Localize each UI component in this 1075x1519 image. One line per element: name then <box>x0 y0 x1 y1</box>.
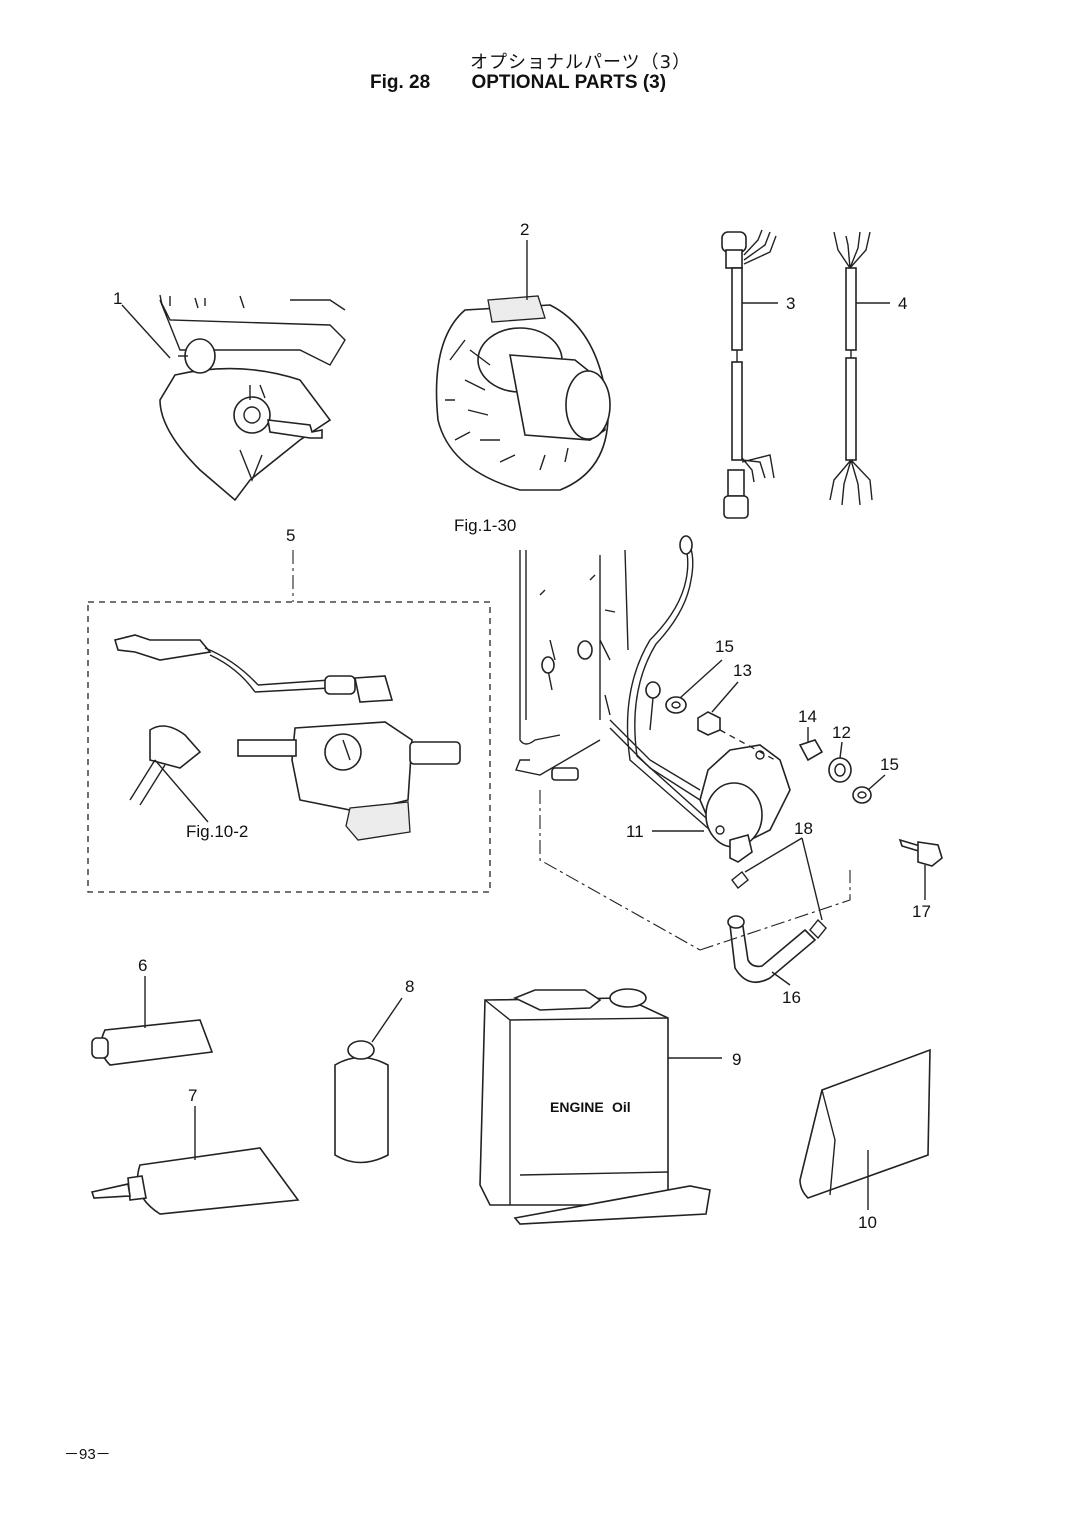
part-5-fuel-pump-assembly[interactable] <box>113 634 461 841</box>
part-14-spacer[interactable] <box>798 739 824 762</box>
part-7-sealant-tube[interactable] <box>90 1147 300 1215</box>
figure-title-text: OPTIONAL PARTS (3) <box>471 72 667 93</box>
callout-8: 8 <box>405 977 414 996</box>
part-15-washer-upper[interactable] <box>665 696 687 714</box>
leader-13 <box>711 681 739 713</box>
callout-16: 16 <box>782 988 801 1007</box>
part-9-engine-oil-container[interactable]: ENGINE Oil <box>479 988 711 1225</box>
callout-12: 12 <box>832 723 851 742</box>
leader-12 <box>839 741 843 759</box>
part-2-flywheel-cover[interactable] <box>435 295 611 491</box>
part-8-spray-can[interactable] <box>334 1040 389 1164</box>
fuel-lines <box>609 535 716 831</box>
part-15-washer-lower[interactable] <box>852 786 872 804</box>
callout-2: 2 <box>520 220 529 239</box>
page-number: －93－ <box>64 1446 111 1463</box>
engine-oil-label: ENGINE <box>550 1099 604 1115</box>
part-10-bag[interactable] <box>799 1048 931 1199</box>
callout-13: 13 <box>733 661 752 680</box>
callout-5: 5 <box>286 526 295 545</box>
callout-4: 4 <box>898 294 907 313</box>
callout-3: 3 <box>786 294 795 313</box>
leader-15a <box>679 659 723 699</box>
figure-number: Fig. 28 <box>370 72 431 93</box>
callout-9: 9 <box>732 1050 741 1069</box>
callout-15a: 15 <box>715 637 734 656</box>
part-13-grommet[interactable] <box>697 711 721 736</box>
part-4-wire-harness[interactable] <box>829 231 873 506</box>
figure-title: Fig. 28 OPTIONAL PARTS (3) <box>370 72 666 94</box>
part-12-grommet[interactable] <box>828 757 852 783</box>
part-18-clips[interactable] <box>731 871 827 940</box>
leader-8 <box>371 997 403 1043</box>
reference-bracket-fig-1-30 <box>515 549 629 781</box>
engine-oil-logo: Oil <box>612 1099 631 1115</box>
part-5-kit-box <box>87 601 491 893</box>
callout-18: 18 <box>794 819 813 838</box>
leader-fig-10-2 <box>154 759 209 823</box>
callout-15b: 15 <box>880 755 899 774</box>
leader-1 <box>121 304 171 359</box>
callout-17: 17 <box>912 902 931 921</box>
part-6-grease-tube[interactable] <box>91 1019 214 1066</box>
callout-10: 10 <box>858 1213 877 1232</box>
leader-16 <box>771 971 791 986</box>
part-3-wire-harness[interactable] <box>721 229 777 519</box>
title-japanese: オプショナルパーツ（3） <box>470 52 692 73</box>
callout-14: 14 <box>798 707 817 726</box>
part-16-fuel-hose[interactable] <box>727 915 817 984</box>
part-17-bolt[interactable] <box>898 838 943 867</box>
part-11-fuel-pump[interactable] <box>699 744 791 863</box>
ref-fig-1-30: Fig.1-30 <box>454 516 516 535</box>
guide-assembly <box>539 790 851 951</box>
leader-15b <box>867 774 886 791</box>
ref-fig-10-2: Fig.10-2 <box>186 822 248 841</box>
callout-1: 1 <box>113 289 122 308</box>
part-1-lower-unit[interactable] <box>159 294 346 502</box>
leader-18b <box>801 837 823 921</box>
leader-18a <box>744 837 803 873</box>
callout-11: 11 <box>626 822 644 841</box>
callout-6: 6 <box>138 956 147 975</box>
callout-7: 7 <box>188 1086 197 1105</box>
